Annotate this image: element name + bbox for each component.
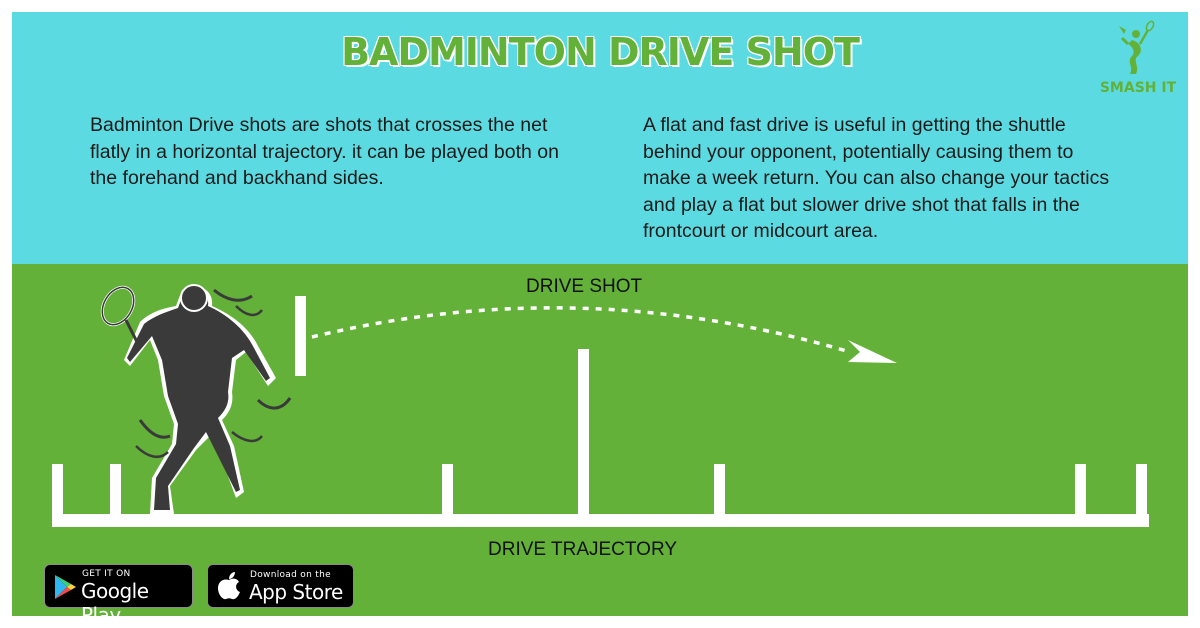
apple-badge-title: App Store	[249, 580, 343, 604]
court-line-short-service-left	[442, 464, 453, 516]
court-line-short-service-right	[714, 464, 725, 516]
intro-paragraph: Badminton Drive shots are shots that cro…	[90, 114, 559, 189]
header-panel	[12, 12, 1188, 264]
court-line-left-inner	[110, 464, 121, 516]
racket-icon	[100, 285, 140, 345]
google-badge-caption: GET IT ON	[82, 569, 131, 579]
page-title: BADMINTON DRIVE SHOT	[341, 30, 860, 74]
tactics-paragraph: A flat and fast drive is useful in getti…	[643, 114, 1110, 242]
badminton-player-icon	[1119, 20, 1155, 74]
court-line-left-outer	[52, 464, 63, 516]
app-store-button[interactable]: Download on the App Store	[207, 564, 354, 608]
brand-name: SMASH IT	[1099, 80, 1177, 96]
drive-shot-label: DRIVE SHOT	[526, 276, 643, 297]
net-post	[578, 349, 589, 516]
google-play-button[interactable]: GET IT ON Google Play	[44, 564, 193, 627]
brand-logo[interactable]: SMASH IT	[1088, 20, 1188, 100]
contact-bar	[295, 296, 306, 376]
court-baseline	[52, 514, 1149, 527]
player-silhouette-icon	[124, 284, 292, 514]
court-line-right-outer	[1136, 464, 1147, 516]
apple-badge-caption: Download on the	[250, 570, 331, 580]
arrow-head-icon	[848, 340, 897, 363]
drive-trajectory-label: DRIVE TRAJECTORY	[488, 539, 677, 560]
google-play-icon	[55, 575, 76, 599]
apple-icon	[218, 572, 240, 600]
drive-trajectory-arc	[311, 306, 851, 354]
google-badge-title: Google Play	[81, 579, 149, 627]
court-line-right-inner	[1075, 464, 1086, 516]
